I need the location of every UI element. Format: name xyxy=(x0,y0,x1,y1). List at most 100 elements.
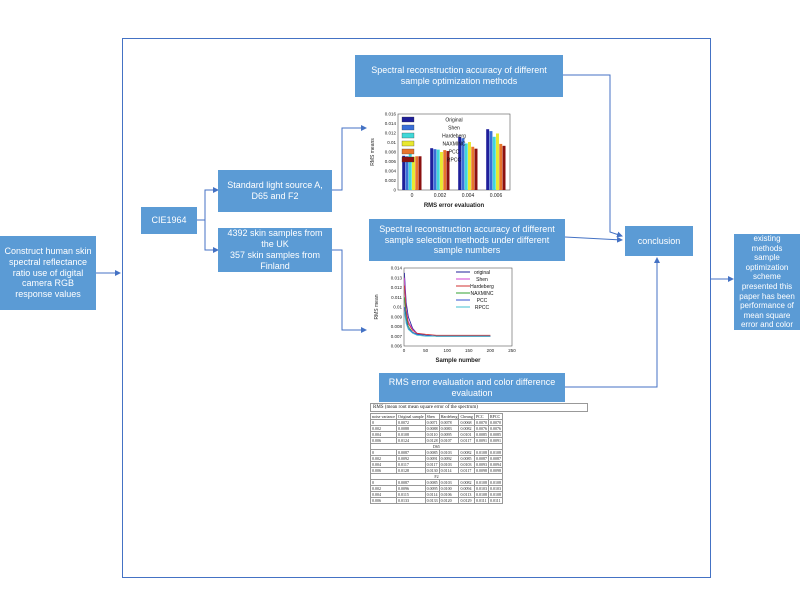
bar-yaxis-label: RMS means xyxy=(370,138,376,166)
output-description-text: Compared with existing methods sample op… xyxy=(739,224,795,339)
line-xtick-label: 50 xyxy=(423,348,429,353)
line-yaxis-label: RMS mean xyxy=(374,294,380,319)
bar-legend-swatch-pcc xyxy=(401,148,415,155)
bar-legend-label-original: Original xyxy=(445,118,462,124)
table-cell: 0.0085 xyxy=(424,479,440,486)
line-ytick-label: 0.011 xyxy=(391,295,402,300)
table-cell: 0.0120 xyxy=(438,497,460,504)
table-cell: 0.0093 xyxy=(473,461,489,468)
table-cell: 0.0108 xyxy=(487,491,503,498)
line-ytick-label: 0.009 xyxy=(391,314,403,319)
bar-xtick-label: 0.006 xyxy=(490,193,503,199)
arrow-samples-to-chart2 xyxy=(332,249,367,333)
light-source-box: Standard light source A, D65 and F2 xyxy=(218,170,332,212)
line-series-rpcc xyxy=(404,311,491,337)
line-legend-label-hardeberg: Hardeberg xyxy=(470,284,494,290)
table-cell: 0.0133 xyxy=(396,497,426,504)
line-xtick-label: 100 xyxy=(443,348,451,353)
table-cell: 0.0108 xyxy=(487,479,503,486)
table-cell: 0.0111 xyxy=(487,497,503,504)
bar-rpcc-0.004 xyxy=(474,148,478,190)
table-cell: 0.0091 xyxy=(487,437,503,444)
arrow-light-to-chart1 xyxy=(332,125,367,191)
table-cell: 0.0103 xyxy=(487,485,503,492)
bar-naxminc-0.002 xyxy=(440,152,443,190)
line-ytick-label: 0.006 xyxy=(391,344,403,349)
bar-hardeberg-0 xyxy=(408,152,412,190)
table-cell: 0.0110 xyxy=(424,431,440,438)
line-legend-label-pcc: PCC xyxy=(477,298,488,304)
table-cell: 0.0133 xyxy=(424,497,440,504)
rms-table-caption: RMS (mean root mean square error of the … xyxy=(370,403,588,412)
table-cell: 0.0108 xyxy=(473,491,489,498)
arrow-rms-to-conclusion xyxy=(565,257,660,388)
bar-pcc-0.006 xyxy=(499,143,503,190)
table-header-cell: noise variance xyxy=(370,413,397,420)
line-xaxis-label: Sample number xyxy=(435,358,481,364)
line-series-hardeberg xyxy=(404,285,491,336)
bar-rpcc-0.002 xyxy=(446,151,450,190)
table-cell: 0.0117 xyxy=(424,461,440,468)
line-legend-label-naxminc: NAXMINC xyxy=(470,291,493,297)
input-description-text: Construct human skin spectral reflectanc… xyxy=(4,246,92,300)
skin-samples-box: 4392 skin samples from the UK 357 skin s… xyxy=(218,228,332,272)
bar-original-0.004 xyxy=(458,136,462,190)
arrow-cie-to-light xyxy=(197,187,219,221)
table-cell: 0.0087 xyxy=(473,455,489,462)
cie1964-box: CIE1964 xyxy=(141,207,197,234)
line-chart: 0.0060.0070.0080.0090.010.0110.0120.0130… xyxy=(374,266,516,365)
bar-legend-label-pcc: PCC xyxy=(449,150,460,156)
bar-hardeberg-0.002 xyxy=(436,149,440,190)
cie1964-text: CIE1964 xyxy=(151,215,187,226)
rms-evaluation-text: RMS error evaluation and color differenc… xyxy=(388,376,556,398)
bar-legend-label-shen: Shen xyxy=(448,126,460,132)
conclusion-text: conclusion xyxy=(637,235,681,246)
bar-legend-swatch-original xyxy=(401,116,415,123)
arrow-group xyxy=(96,74,734,388)
rms-evaluation-box: RMS error evaluation and color differenc… xyxy=(379,373,565,402)
bar-ytick-label: 0.01 xyxy=(387,140,396,145)
bar-legend-label-hardeberg: Hardeberg xyxy=(442,134,466,140)
bar-ytick-label: 0.006 xyxy=(385,159,397,164)
line-legend-label-shen: Shen xyxy=(476,277,488,283)
skin-samples-text: 4392 skin samples from the UK 357 skin s… xyxy=(227,228,323,271)
table-cell: 0.0070 xyxy=(473,419,489,426)
line-xtick-label: 150 xyxy=(465,348,473,353)
line-xtick-label: 200 xyxy=(487,348,495,353)
bar-hardeberg-0.004 xyxy=(464,143,468,190)
bar-xaxis-label: RMS error evaluation xyxy=(424,203,485,209)
optimization-methods-text: Spectral reconstruction accuracy of diff… xyxy=(371,65,547,86)
table-cell: 0.0088 xyxy=(424,425,440,432)
bar-rpcc-0.006 xyxy=(502,145,506,190)
bar-legend-label-rpcc: RPCC xyxy=(447,158,462,164)
table-cell: 0.0087 xyxy=(487,455,503,462)
bar-pcc-0.002 xyxy=(443,150,447,190)
bar-naxminc-0.006 xyxy=(496,133,499,190)
line-ytick-label: 0.013 xyxy=(391,275,403,280)
optimization-methods-box: Spectral reconstruction accuracy of diff… xyxy=(355,55,563,97)
light-source-text: Standard light source A, D65 and F2 xyxy=(227,180,323,201)
table-cell: 0.0085 xyxy=(424,449,440,456)
table-cell: 0.0091 xyxy=(473,437,489,444)
table-header-cell: Hardeberg xyxy=(438,413,460,420)
conclusion-box: conclusion xyxy=(625,226,693,256)
table-cell: 0.006 xyxy=(370,497,397,504)
rms-table: RMS (mean root mean square error of the … xyxy=(370,403,588,535)
table-cell: 0.0128 xyxy=(424,437,440,444)
table-cell: 0.0111 xyxy=(473,497,489,504)
bar-ytick-label: 0.008 xyxy=(385,150,397,155)
bar-shen-0 xyxy=(405,156,409,190)
table-cell: 0.0076 xyxy=(473,425,489,432)
table-cell: 0.0103 xyxy=(473,485,489,492)
diagram-frame xyxy=(122,38,711,578)
line-xtick-label: 250 xyxy=(508,348,516,353)
table-cell: 0.0114 xyxy=(424,491,440,498)
bar-legend-swatch-hardeberg xyxy=(401,132,415,139)
table-cell: 0.0070 xyxy=(487,419,503,426)
arrow-sel-to-conclusion xyxy=(564,236,623,243)
arrow-opt-to-conclusion xyxy=(563,74,623,238)
